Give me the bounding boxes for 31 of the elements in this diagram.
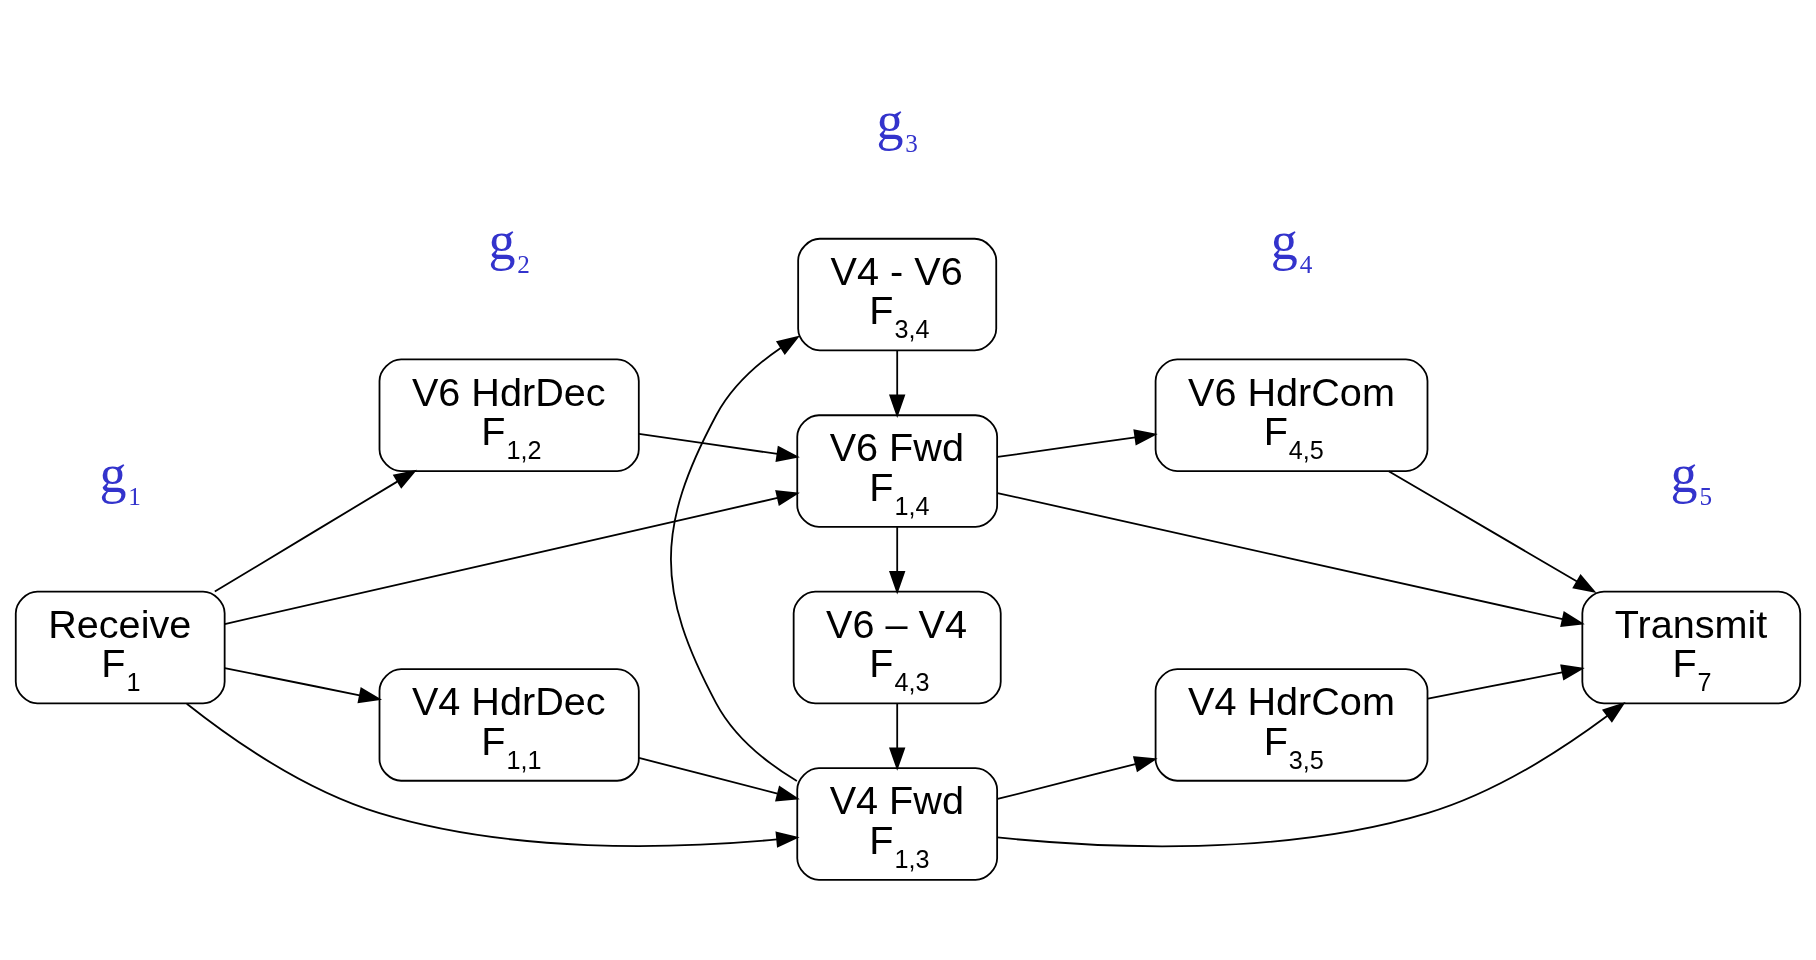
node-box: V4 - V6 F$_{3,4}$ <box>797 237 998 351</box>
arrow <box>638 432 800 462</box>
arrow <box>889 702 906 771</box>
node-box: V6 HdrCom F$_{4,5}$ <box>1154 358 1429 472</box>
arrow <box>1427 663 1585 699</box>
node-box: Receive F$_{1}$ <box>14 590 226 704</box>
label: g$_{1}$ <box>99 443 141 510</box>
label: g$_{2}$ <box>488 210 530 278</box>
node-box: Transmit F$_{7}$ <box>1581 590 1802 704</box>
node-box: V4 HdrDec F$_{1,1}$ <box>378 667 640 782</box>
arrow <box>889 349 906 418</box>
label: g$_{4}$ <box>1270 210 1313 278</box>
arrow <box>223 666 383 703</box>
node-box: V6 HdrDec F$_{1,2}$ <box>378 358 640 472</box>
label: g$_{3}$ <box>876 90 918 157</box>
arrow <box>223 489 800 625</box>
node-box: V4 Fwd F$_{1,3}$ <box>796 766 999 881</box>
arrow <box>670 335 801 782</box>
arrow <box>996 755 1158 800</box>
node-box: V6 Fwd F$_{1,4}$ <box>796 413 999 528</box>
label: g$_{5}$ <box>1670 443 1712 510</box>
arrow <box>996 701 1626 847</box>
arrow <box>889 525 906 594</box>
arrow <box>996 491 1585 627</box>
node-box: V6 – V4 F$_{4,3}$ <box>792 590 1002 704</box>
arrow <box>1387 469 1597 593</box>
arrow <box>185 702 800 848</box>
arrow <box>996 428 1158 458</box>
arrow <box>638 756 800 801</box>
arrow <box>213 469 418 592</box>
node-box: V4 HdrCom F$_{3,5}$ <box>1154 667 1429 782</box>
